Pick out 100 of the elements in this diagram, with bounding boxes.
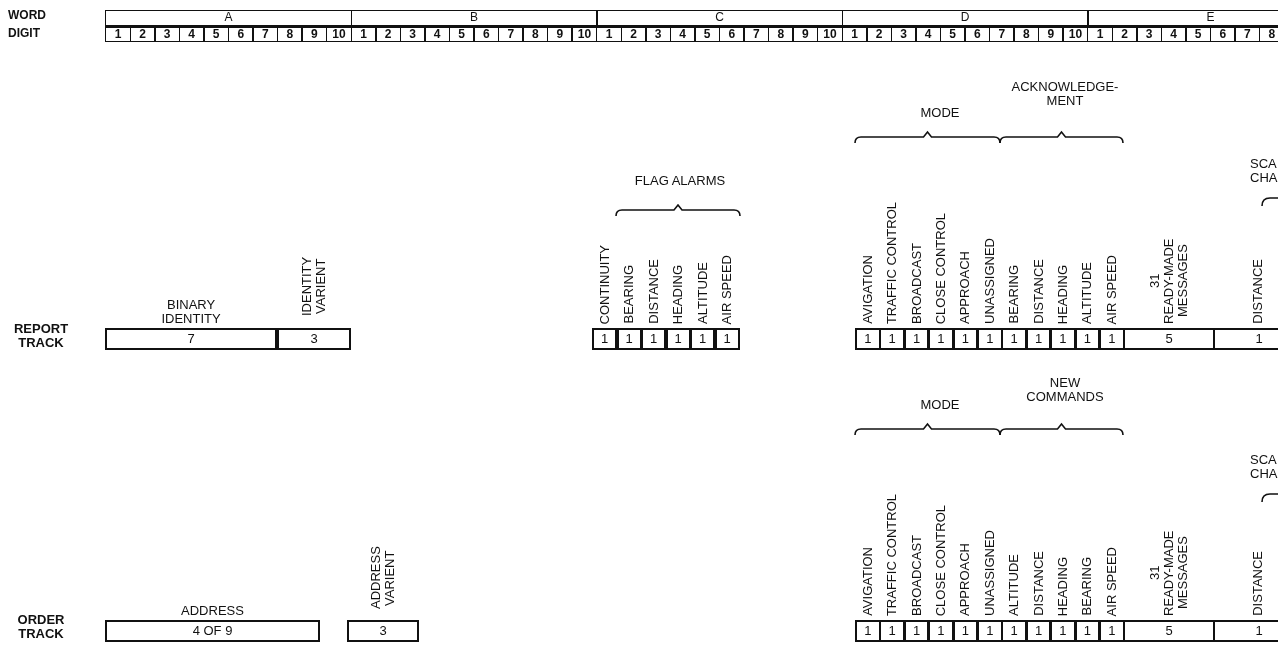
- digit-cell: 7: [743, 26, 770, 42]
- digit-cell: 9: [792, 26, 819, 42]
- digit-cell: 3: [890, 26, 917, 42]
- field-heading: HEADING: [671, 264, 685, 324]
- field-heading: ALTITUDE: [695, 262, 710, 324]
- digit-cell: 10: [325, 26, 352, 42]
- digit-cell: 4: [178, 26, 205, 42]
- word-cell: C: [596, 10, 843, 26]
- field-value: 1: [879, 328, 905, 350]
- field-heading: DISTANCE: [1031, 551, 1046, 616]
- field-value: 3: [347, 620, 419, 642]
- field-heading: ADDRESS: [180, 604, 245, 618]
- field-heading: BINARY IDENTITY: [160, 298, 222, 326]
- field-value: 1: [1001, 620, 1027, 642]
- row-heading: DIGIT: [8, 26, 40, 40]
- field-value: 3: [277, 328, 351, 350]
- field-heading: ALTITUDE: [1007, 554, 1022, 616]
- field-value: 1: [1099, 620, 1125, 642]
- field-value: 1: [977, 328, 1003, 350]
- digit-cell: 2: [620, 26, 647, 42]
- field-value: 1: [1001, 328, 1027, 350]
- field-value: 1: [690, 328, 715, 350]
- field-value: 7: [105, 328, 277, 350]
- digit-cell: 5: [448, 26, 475, 42]
- group-heading: NEW COMMANDS: [1025, 376, 1105, 404]
- field-value: 1: [952, 328, 979, 350]
- digit-cell: 7: [252, 26, 279, 42]
- digit-cell: 10: [816, 26, 843, 42]
- digit-cell: 7: [988, 26, 1015, 42]
- digit-cell: 1: [1087, 26, 1114, 42]
- field-heading: BEARING: [1007, 265, 1022, 324]
- digit-cell: 10: [1062, 26, 1089, 42]
- group-heading: FLAG ALARMS: [633, 174, 727, 188]
- digit-cell: 6: [718, 26, 745, 42]
- field-value: 1: [1025, 328, 1052, 350]
- word-cell: B: [350, 10, 598, 26]
- digit-cell: 8: [522, 26, 549, 42]
- word-cell: E: [1087, 10, 1278, 26]
- digit-cell: 8: [276, 26, 303, 42]
- digit-cell: 6: [1209, 26, 1236, 42]
- digit-cell: 2: [375, 26, 402, 42]
- field-value: 1: [616, 328, 642, 350]
- field-value: 1: [1213, 620, 1278, 642]
- field-heading: UNASSIGNED: [982, 238, 997, 324]
- digit-cell: 1: [105, 26, 132, 42]
- field-heading: DISTANCE: [1251, 551, 1265, 616]
- field-heading: DISTANCE: [646, 259, 661, 324]
- field-value: 1: [952, 620, 979, 642]
- field-heading: BROADCAST: [909, 243, 924, 324]
- digit-cell: 9: [301, 26, 328, 42]
- field-heading: AIR SPEED: [1104, 546, 1119, 616]
- field-value: 1: [928, 328, 954, 350]
- field-value: 1: [1025, 620, 1052, 642]
- field-heading: APPROACH: [958, 251, 973, 324]
- track-label: REPORT TRACK: [12, 322, 70, 350]
- digit-cell: 5: [203, 26, 230, 42]
- field-heading: IDENTITY VARIENT: [300, 255, 328, 318]
- field-heading: ALTITUDE: [1080, 262, 1095, 324]
- digit-cell: 7: [497, 26, 524, 42]
- field-value: 1: [903, 620, 930, 642]
- digit-cell: 8: [767, 26, 794, 42]
- digit-cell: 5: [1185, 26, 1212, 42]
- digit-cell: 3: [154, 26, 181, 42]
- digit-cell: 9: [546, 26, 573, 42]
- digit-cell: 10: [571, 26, 598, 42]
- field-value: 1: [592, 328, 617, 350]
- row-heading: WORD: [8, 8, 46, 22]
- field-heading: ADDRESS VARIENT: [369, 545, 397, 612]
- field-heading: BROADCAST: [909, 535, 924, 616]
- digit-cell: 2: [1111, 26, 1138, 42]
- field-heading: APPROACH: [958, 543, 973, 616]
- digit-cell: 6: [964, 26, 991, 42]
- digit-cell: 2: [866, 26, 893, 42]
- field-heading: 31 READY-MADE MESSAGES: [1148, 238, 1190, 324]
- field-value: 1: [1074, 328, 1101, 350]
- field-heading: DISTANCE: [1031, 259, 1046, 324]
- field-heading: AVIGATION: [860, 547, 875, 616]
- field-value: 1: [641, 328, 666, 350]
- group-heading: MODE: [919, 398, 961, 412]
- digit-cell: 6: [473, 26, 500, 42]
- field-heading: AVIGATION: [860, 255, 875, 324]
- digit-cell: 5: [694, 26, 721, 42]
- field-value: 1: [903, 328, 930, 350]
- field-heading: BEARING: [1080, 557, 1095, 616]
- digit-cell: 8: [1013, 26, 1040, 42]
- field-value: 1: [879, 620, 905, 642]
- field-value: 1: [1213, 328, 1278, 350]
- field-value: 1: [1074, 620, 1101, 642]
- field-heading: BEARING: [622, 265, 636, 324]
- digit-cell: 4: [1160, 26, 1187, 42]
- field-heading: CLOSE CONTROL: [933, 212, 948, 324]
- field-heading: TRAFFIC CONTROL: [885, 493, 900, 616]
- word-cell: D: [841, 10, 1089, 26]
- digit-cell: 1: [596, 26, 623, 42]
- digit-cell: 4: [424, 26, 451, 42]
- track-label: ORDER TRACK: [16, 613, 66, 641]
- field-heading: CONTINUITY: [597, 244, 612, 324]
- field-value: 1: [665, 328, 691, 350]
- digit-cell: 3: [1136, 26, 1163, 42]
- group-heading: SCA CHA: [1250, 453, 1278, 481]
